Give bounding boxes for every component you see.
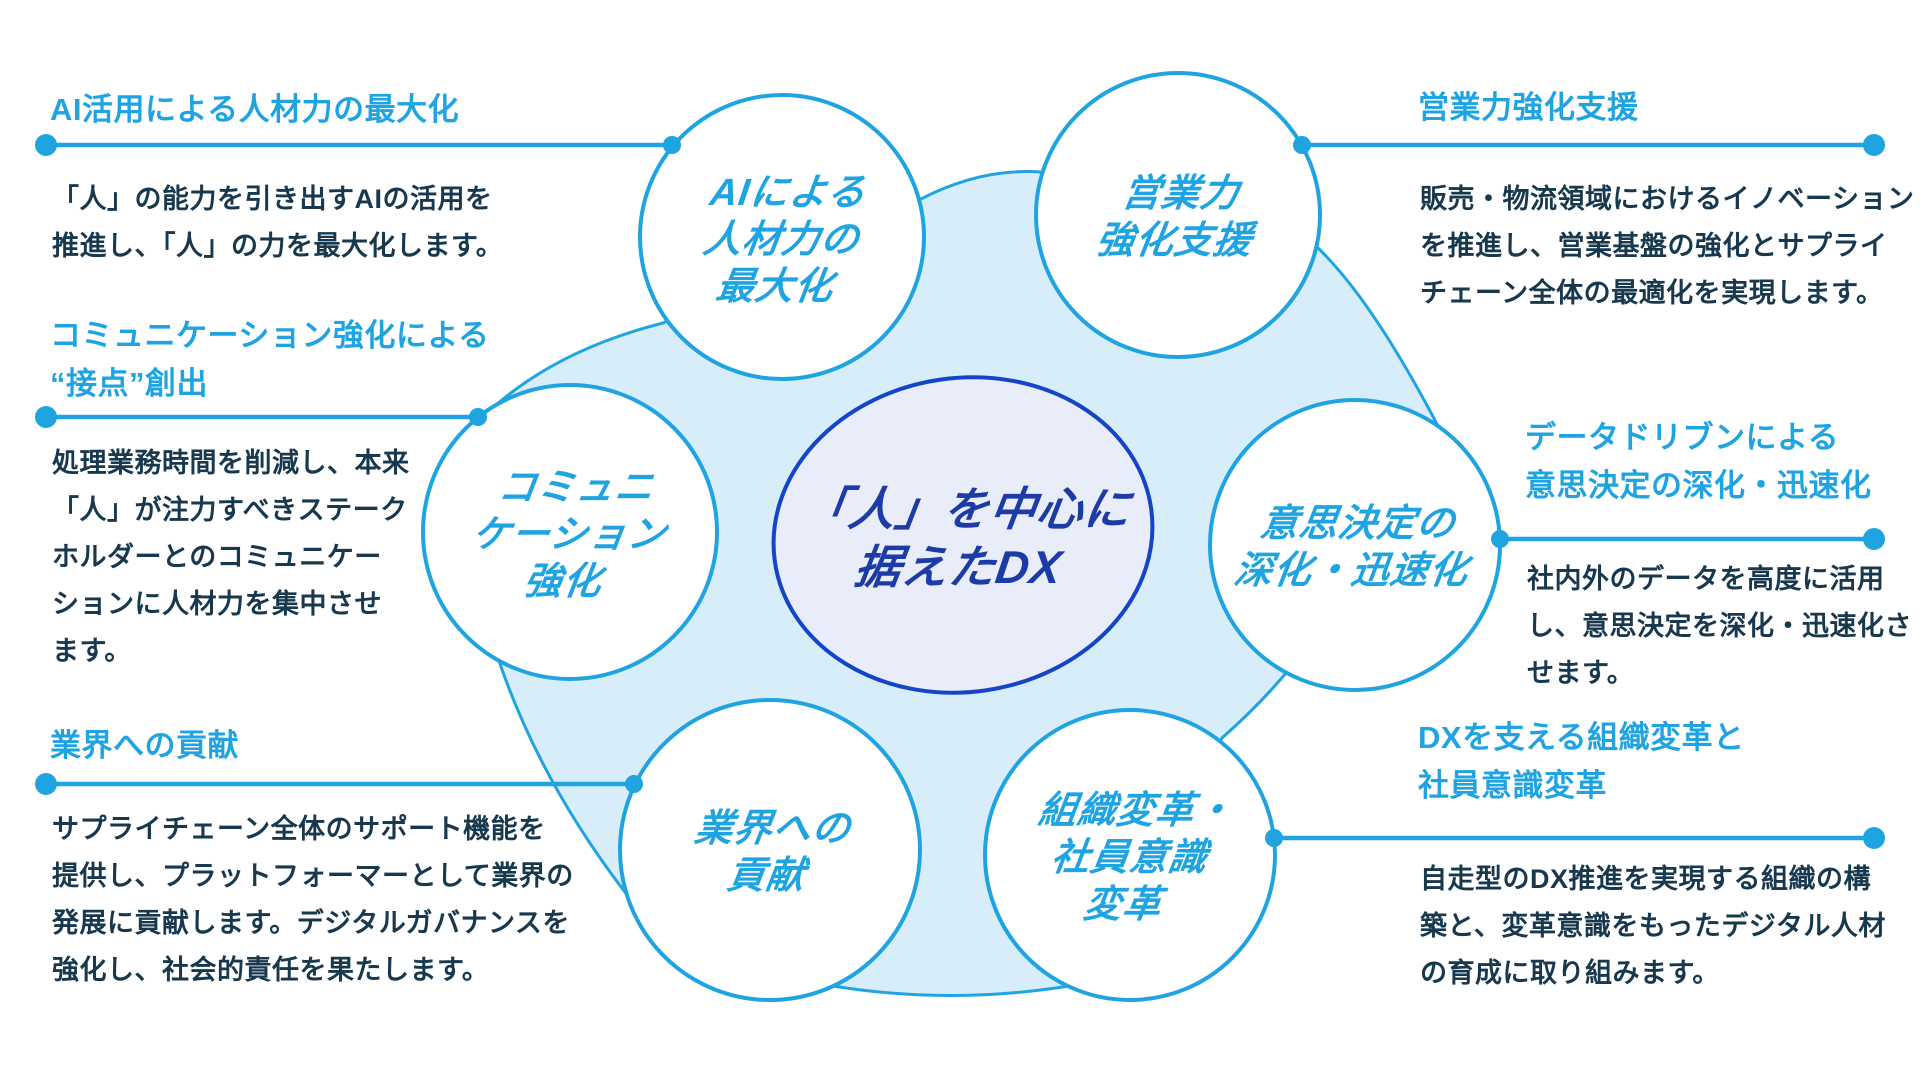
communication-circle bbox=[421, 383, 719, 681]
decision-circle-label-line1: 意思決定の bbox=[1258, 502, 1461, 545]
sales-body-line3: チェーン全体の最適化を実現します。 bbox=[1420, 278, 1884, 308]
organization-body-line1: 自走型のDX推進を実現する組織の構 bbox=[1420, 864, 1872, 894]
industry-body-line1: サプライチェーン全体のサポート機能を bbox=[52, 814, 546, 844]
sales-leader-dot-circle bbox=[1293, 136, 1311, 154]
sales-circle-label-line2: 強化支援 bbox=[1093, 219, 1259, 262]
decision-circle-label-line2: 深化・迅速化 bbox=[1231, 549, 1475, 592]
communication-leader-dot-circle bbox=[469, 408, 487, 426]
organization-leader-dot-outer bbox=[1863, 827, 1885, 849]
organization-heading-line2: 社員意識変革 bbox=[1418, 768, 1607, 803]
sales-circle-label: 営業力 強化支援 bbox=[1093, 172, 1259, 262]
industry-circle bbox=[618, 698, 922, 1002]
ai-body-line2: 推進し、「人」の力を最大化します。 bbox=[52, 231, 504, 261]
ai-circle-label-line3: 最大化 bbox=[714, 265, 841, 308]
ai-block-heading: AI活用による人材力の最大化 bbox=[50, 92, 460, 127]
decision-leader-dot-outer bbox=[1863, 528, 1885, 550]
ai-block-body: 「人」の能力を引き出すAIの活用を 推進し、「人」の力を最大化します。 bbox=[52, 176, 503, 270]
industry-body-line4: 強化し、社会的責任を果たします。 bbox=[52, 955, 490, 985]
organization-circle-label-line1: 組織変革・ bbox=[1036, 789, 1237, 832]
organization-block: DXを支える組織変革と 社員意識変革 bbox=[1418, 714, 1745, 810]
ai-circle-label: AIによる 人材力の 最大化 bbox=[701, 171, 869, 308]
communication-heading-line1: コミュニケーション強化による bbox=[50, 318, 490, 353]
sales-body-line1: 販売・物流領域におけるイノベーション bbox=[1420, 184, 1915, 214]
ai-body-line1: 「人」の能力を引き出すAIの活用を bbox=[52, 184, 493, 214]
decision-body-line2: し、意思決定を深化・迅速化さ bbox=[1527, 611, 1912, 641]
center-label-line2: 据えたDX bbox=[851, 541, 1067, 593]
organization-circle bbox=[983, 708, 1277, 1002]
ai-leader-dot-outer bbox=[35, 134, 57, 156]
organization-block-body: 自走型のDX推進を実現する組織の構 築と、変革意識をもったデジタル人材 の育成に… bbox=[1420, 856, 1886, 997]
industry-block-heading: 業界への貢献 bbox=[50, 728, 239, 763]
organization-circle-label: 組織変革・ 社員意識 変革 bbox=[1036, 789, 1237, 926]
decision-circle bbox=[1208, 398, 1502, 692]
sales-leader-dot-outer bbox=[1863, 134, 1885, 156]
sales-circle-label-line1: 営業力 bbox=[1120, 172, 1246, 215]
center-ellipse bbox=[771, 375, 1155, 695]
sales-circle bbox=[1034, 71, 1322, 359]
communication-body-line2: 「人」が注力すべきステーク bbox=[52, 495, 408, 525]
communication-body-line4: ションに人材力を集中させ bbox=[52, 589, 382, 619]
industry-body-line3: 発展に貢献します。デジタルガバナンスを bbox=[52, 908, 570, 938]
decision-block-body: 社内外のデータを高度に活用 し、意思決定を深化・迅速化さ せます。 bbox=[1527, 556, 1912, 697]
communication-circle-label-line1: コミュニ bbox=[495, 466, 657, 509]
sales-block: 営業力強化支援 bbox=[1418, 84, 1639, 132]
communication-leader-dot-outer bbox=[35, 406, 57, 428]
decision-circle-label: 意思決定の 深化・迅速化 bbox=[1231, 502, 1475, 592]
ai-circle-label-line1: AIによる bbox=[706, 171, 869, 214]
communication-circle-label: コミュニ ケーション 強化 bbox=[470, 466, 672, 603]
sales-body-line2: を推進し、営業基盤の強化とサプライ bbox=[1420, 231, 1888, 261]
decision-body-line3: せます。 bbox=[1527, 658, 1635, 688]
industry-leader-dot-outer bbox=[35, 773, 57, 795]
organization-heading-line1: DXを支える組織変革と bbox=[1418, 720, 1745, 755]
organization-circle-label-line3: 変革 bbox=[1081, 883, 1170, 926]
sales-block-heading: 営業力強化支援 bbox=[1418, 90, 1639, 125]
ai-circle bbox=[638, 93, 926, 381]
communication-block: コミュニケーション強化による “接点”創出 bbox=[50, 312, 489, 408]
center-ellipse-label: 「人」を中心に 据えたDX bbox=[799, 483, 1137, 593]
decision-heading-line1: データドリブンによる bbox=[1525, 420, 1840, 455]
ai-leader-dot-circle bbox=[663, 136, 681, 154]
decision-block: データドリブンによる 意思決定の深化・迅速化 bbox=[1525, 414, 1872, 510]
organization-leader-dot-circle bbox=[1265, 829, 1283, 847]
organization-body-line3: の育成に取り組みます。 bbox=[1420, 958, 1720, 988]
industry-circle-label-line1: 業界への bbox=[692, 807, 856, 850]
industry-circle-label-line2: 貢献 bbox=[724, 854, 812, 897]
decision-heading-line2: 意思決定の深化・迅速化 bbox=[1525, 468, 1872, 503]
communication-body-line1: 処理業務時間を削減し、本来 bbox=[52, 448, 410, 478]
industry-circle-label: 業界への 貢献 bbox=[692, 807, 856, 897]
communication-block-body: 処理業務時間を削減し、本来 「人」が注力すべきステーク ホルダーとのコミュニケー… bbox=[52, 440, 410, 675]
organization-circle-label-line2: 社員意識 bbox=[1049, 836, 1214, 879]
communication-circle-label-line3: 強化 bbox=[521, 560, 609, 603]
sales-block-body: 販売・物流領域におけるイノベーション を推進し、営業基盤の強化とサプライ チェー… bbox=[1420, 176, 1914, 317]
communication-circle-label-line2: ケーション bbox=[470, 513, 672, 556]
communication-body-line3: ホルダーとのコミュニケー bbox=[52, 542, 382, 572]
decision-leader-dot-circle bbox=[1491, 530, 1509, 548]
center-label-line1: 「人」を中心に bbox=[799, 483, 1137, 535]
decision-body-line1: 社内外のデータを高度に活用 bbox=[1527, 564, 1885, 594]
industry-block-body: サプライチェーン全体のサポート機能を 提供し、プラットフォーマーとして業界の 発… bbox=[52, 806, 574, 994]
communication-heading-line2: “接点”創出 bbox=[50, 366, 208, 401]
industry-leader-dot-circle bbox=[625, 775, 643, 793]
communication-body-line5: ます。 bbox=[52, 636, 132, 666]
industry-body-line2: 提供し、プラットフォーマーとして業界の bbox=[52, 861, 574, 891]
ai-circle-label-line2: 人材力の bbox=[701, 218, 865, 261]
organization-body-line2: 築と、変革意識をもったデジタル人材 bbox=[1420, 911, 1886, 941]
ai-block: AI活用による人材力の最大化 bbox=[50, 86, 459, 134]
industry-block: 業界への貢献 bbox=[50, 722, 239, 770]
